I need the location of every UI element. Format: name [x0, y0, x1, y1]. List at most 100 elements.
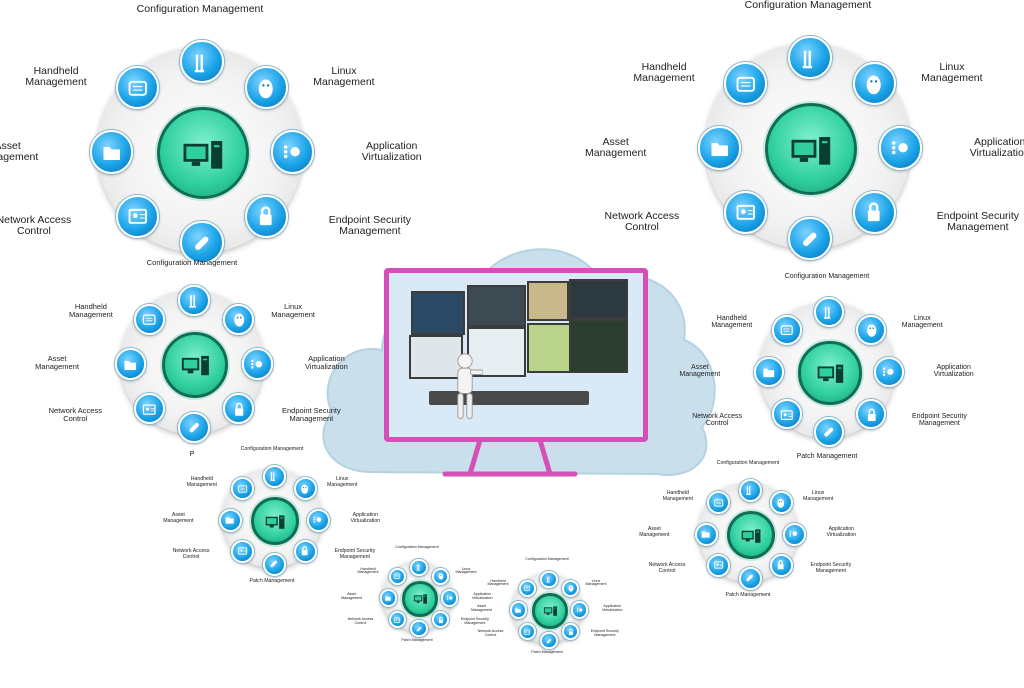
- tools-icon: [540, 570, 558, 588]
- penguin-icon: [562, 579, 580, 597]
- folder-icon: [694, 522, 718, 546]
- computer-tower-icon: [532, 593, 568, 629]
- screen-panel: [411, 291, 465, 335]
- monitor-stand: [442, 440, 578, 477]
- screen-panel: [569, 279, 628, 319]
- hub-label-top: Configuration Management: [744, 0, 872, 11]
- virtualization-icon: [782, 522, 806, 546]
- virtualization-icon: [571, 601, 589, 619]
- id-card-icon: [707, 553, 731, 577]
- handheld-device-icon: [771, 314, 802, 345]
- virtualization-icon: [241, 348, 274, 380]
- folder-icon: [379, 589, 397, 607]
- tools-icon: [814, 297, 844, 328]
- tools-icon: [180, 39, 224, 83]
- folder-icon: [509, 601, 527, 619]
- screen-panel: [409, 335, 463, 379]
- hub-label-bottom: Patch Management: [725, 592, 771, 599]
- tools-icon: [410, 558, 428, 576]
- handheld-device-icon: [116, 66, 160, 110]
- virtualization-icon: [271, 130, 315, 174]
- padlock-icon: [244, 194, 288, 238]
- folder-icon: [114, 348, 147, 380]
- padlock-icon: [293, 539, 317, 563]
- penguin-icon: [856, 314, 887, 345]
- computer-tower-icon: [764, 102, 858, 196]
- hub-label-bottom: Patch Management: [249, 578, 295, 585]
- hub-label-top: Configuration Management: [146, 258, 238, 268]
- hub-label-bottom: Patch Management: [796, 453, 858, 461]
- handheld-device-icon: [724, 62, 768, 106]
- id-card-icon: [388, 611, 406, 629]
- computer-tower-icon: [161, 331, 229, 399]
- bandage-icon: [540, 632, 558, 650]
- tools-icon: [788, 35, 832, 79]
- tools-icon: [738, 478, 762, 502]
- screen-panel: [467, 285, 526, 327]
- handheld-device-icon: [133, 303, 165, 335]
- bandage-icon: [788, 217, 832, 261]
- computer-tower-icon: [727, 511, 775, 559]
- hub-label-bottom: P: [189, 449, 195, 459]
- hub-label-bottom: Patch Management: [531, 649, 563, 654]
- padlock-icon: [856, 399, 887, 430]
- hub-label-top: Configuration Management: [240, 445, 304, 452]
- screen-panel: [527, 323, 571, 373]
- penguin-icon: [769, 491, 793, 515]
- handheld-device-icon: [707, 491, 731, 515]
- handheld-device-icon: [518, 579, 536, 597]
- tools-icon: [178, 284, 210, 317]
- penguin-icon: [244, 66, 288, 110]
- computer-tower-icon: [156, 106, 250, 200]
- padlock-icon: [223, 393, 255, 425]
- padlock-icon: [562, 623, 580, 641]
- id-card-icon: [133, 393, 165, 425]
- hub-label-top: Configuration Management: [136, 2, 264, 15]
- tools-icon: [262, 464, 286, 488]
- bandage-icon: [262, 552, 286, 576]
- padlock-icon: [432, 611, 450, 629]
- handheld-device-icon: [231, 477, 255, 501]
- screen-panel: [569, 319, 628, 373]
- hub-label-top: Configuration Management: [395, 545, 439, 550]
- hub-label-top: Configuration Management: [784, 273, 870, 281]
- penguin-icon: [432, 567, 450, 585]
- penguin-icon: [223, 303, 255, 335]
- bandage-icon: [410, 620, 428, 638]
